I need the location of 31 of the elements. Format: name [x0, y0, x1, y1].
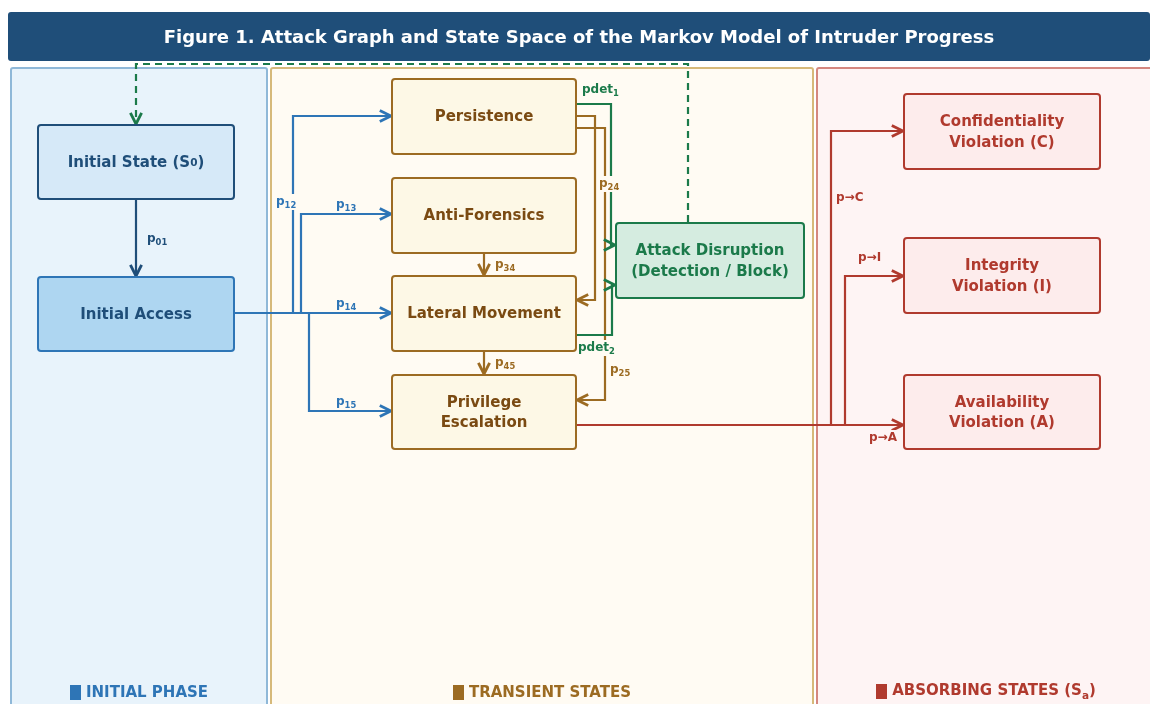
dashed-arrow [129, 62, 690, 222]
arrow [577, 102, 617, 252]
arrow [575, 114, 597, 307]
disruption-box: Attack Disruption (Detection / Block) [615, 222, 805, 299]
phase-panel [10, 67, 268, 704]
arrow [575, 126, 607, 407]
edge-label: p$_{24}$ [598, 176, 621, 193]
edge-label: pdet$_{1}$ [581, 82, 620, 99]
state-box: Lateral Movement [391, 275, 577, 352]
state-box: Persistence [391, 78, 577, 155]
title-banner: Figure 1. Attack Graph and State Space of the Markov Model of Intruder Progress [8, 12, 1150, 61]
panel-heading: TRANSIENT STATES [468, 683, 632, 701]
phase-panel [816, 67, 1150, 704]
panel-heading: INITIAL PHASE [85, 683, 209, 701]
edge-label: p→I [857, 250, 883, 264]
arrow [477, 352, 491, 376]
edge-label: pdet$_{2}$ [577, 340, 616, 357]
arrow [477, 254, 491, 277]
edge-label: p→A [868, 430, 898, 444]
panel-heading: ABSORBING STATES (S$_{a}$) [892, 681, 1096, 701]
absorbing-state-box: Integrity Violation (I) [903, 237, 1101, 314]
absorbing-state-box: Confidentiality Violation (C) [903, 93, 1101, 170]
absorbing-state-box: Availability Violation (A) [903, 374, 1101, 450]
state-box: Initial Access [37, 276, 235, 352]
edge-label: p→C [835, 190, 865, 204]
phase-panel [270, 67, 814, 704]
state-box: Anti-Forensics [391, 177, 577, 254]
state-box: Privilege Escalation [391, 374, 577, 450]
edge-label: p$_{12}$ [275, 194, 298, 211]
arrow [577, 278, 617, 337]
arrow [129, 200, 143, 278]
